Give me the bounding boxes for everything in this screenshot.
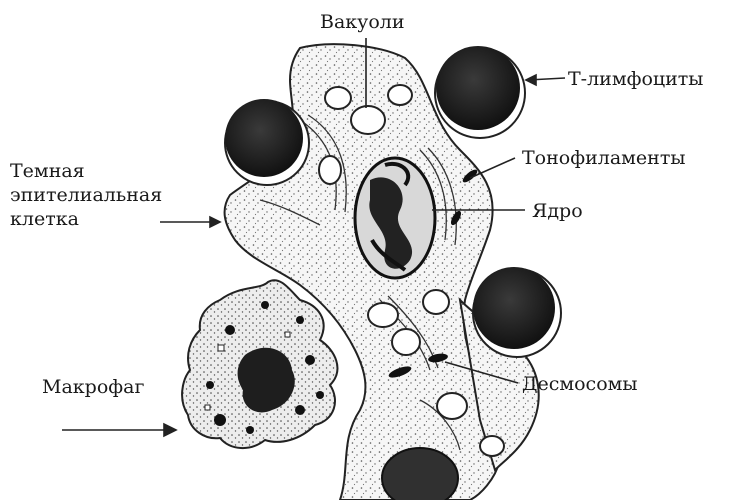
label-desmosomes: Десмосомы: [522, 373, 638, 395]
label-dark-epithelial-cell-line-3: клетка: [10, 208, 79, 230]
nucleus: [355, 158, 435, 278]
label-vacuoles: Вакуоли: [320, 11, 405, 33]
vacuole: [325, 87, 351, 109]
vacuole: [351, 106, 385, 134]
t-lymphocyte: [473, 267, 561, 357]
macrophage: [182, 280, 337, 448]
t-lymphocyte: [225, 99, 309, 185]
label-nucleus: Ядро: [532, 200, 583, 222]
vacuole: [392, 329, 420, 355]
label-t-lymphocytes: Т-лимфоциты: [568, 68, 703, 90]
vacuole: [388, 85, 412, 105]
label-dark-epithelial-cell-line-2: эпителиальная: [10, 184, 162, 206]
label-macrophage: Макрофаг: [42, 376, 144, 398]
vacuole: [319, 156, 341, 184]
label-dark-epithelial-cell-line-1: Темная: [10, 160, 85, 182]
vacuole: [368, 303, 398, 327]
vacuole: [480, 436, 504, 456]
vacuole: [423, 290, 449, 314]
lower-nucleus: [382, 448, 458, 500]
label-tonofilaments: Тонофиламенты: [522, 147, 685, 169]
t-lymphocyte: [435, 46, 525, 138]
vacuole: [437, 393, 467, 419]
